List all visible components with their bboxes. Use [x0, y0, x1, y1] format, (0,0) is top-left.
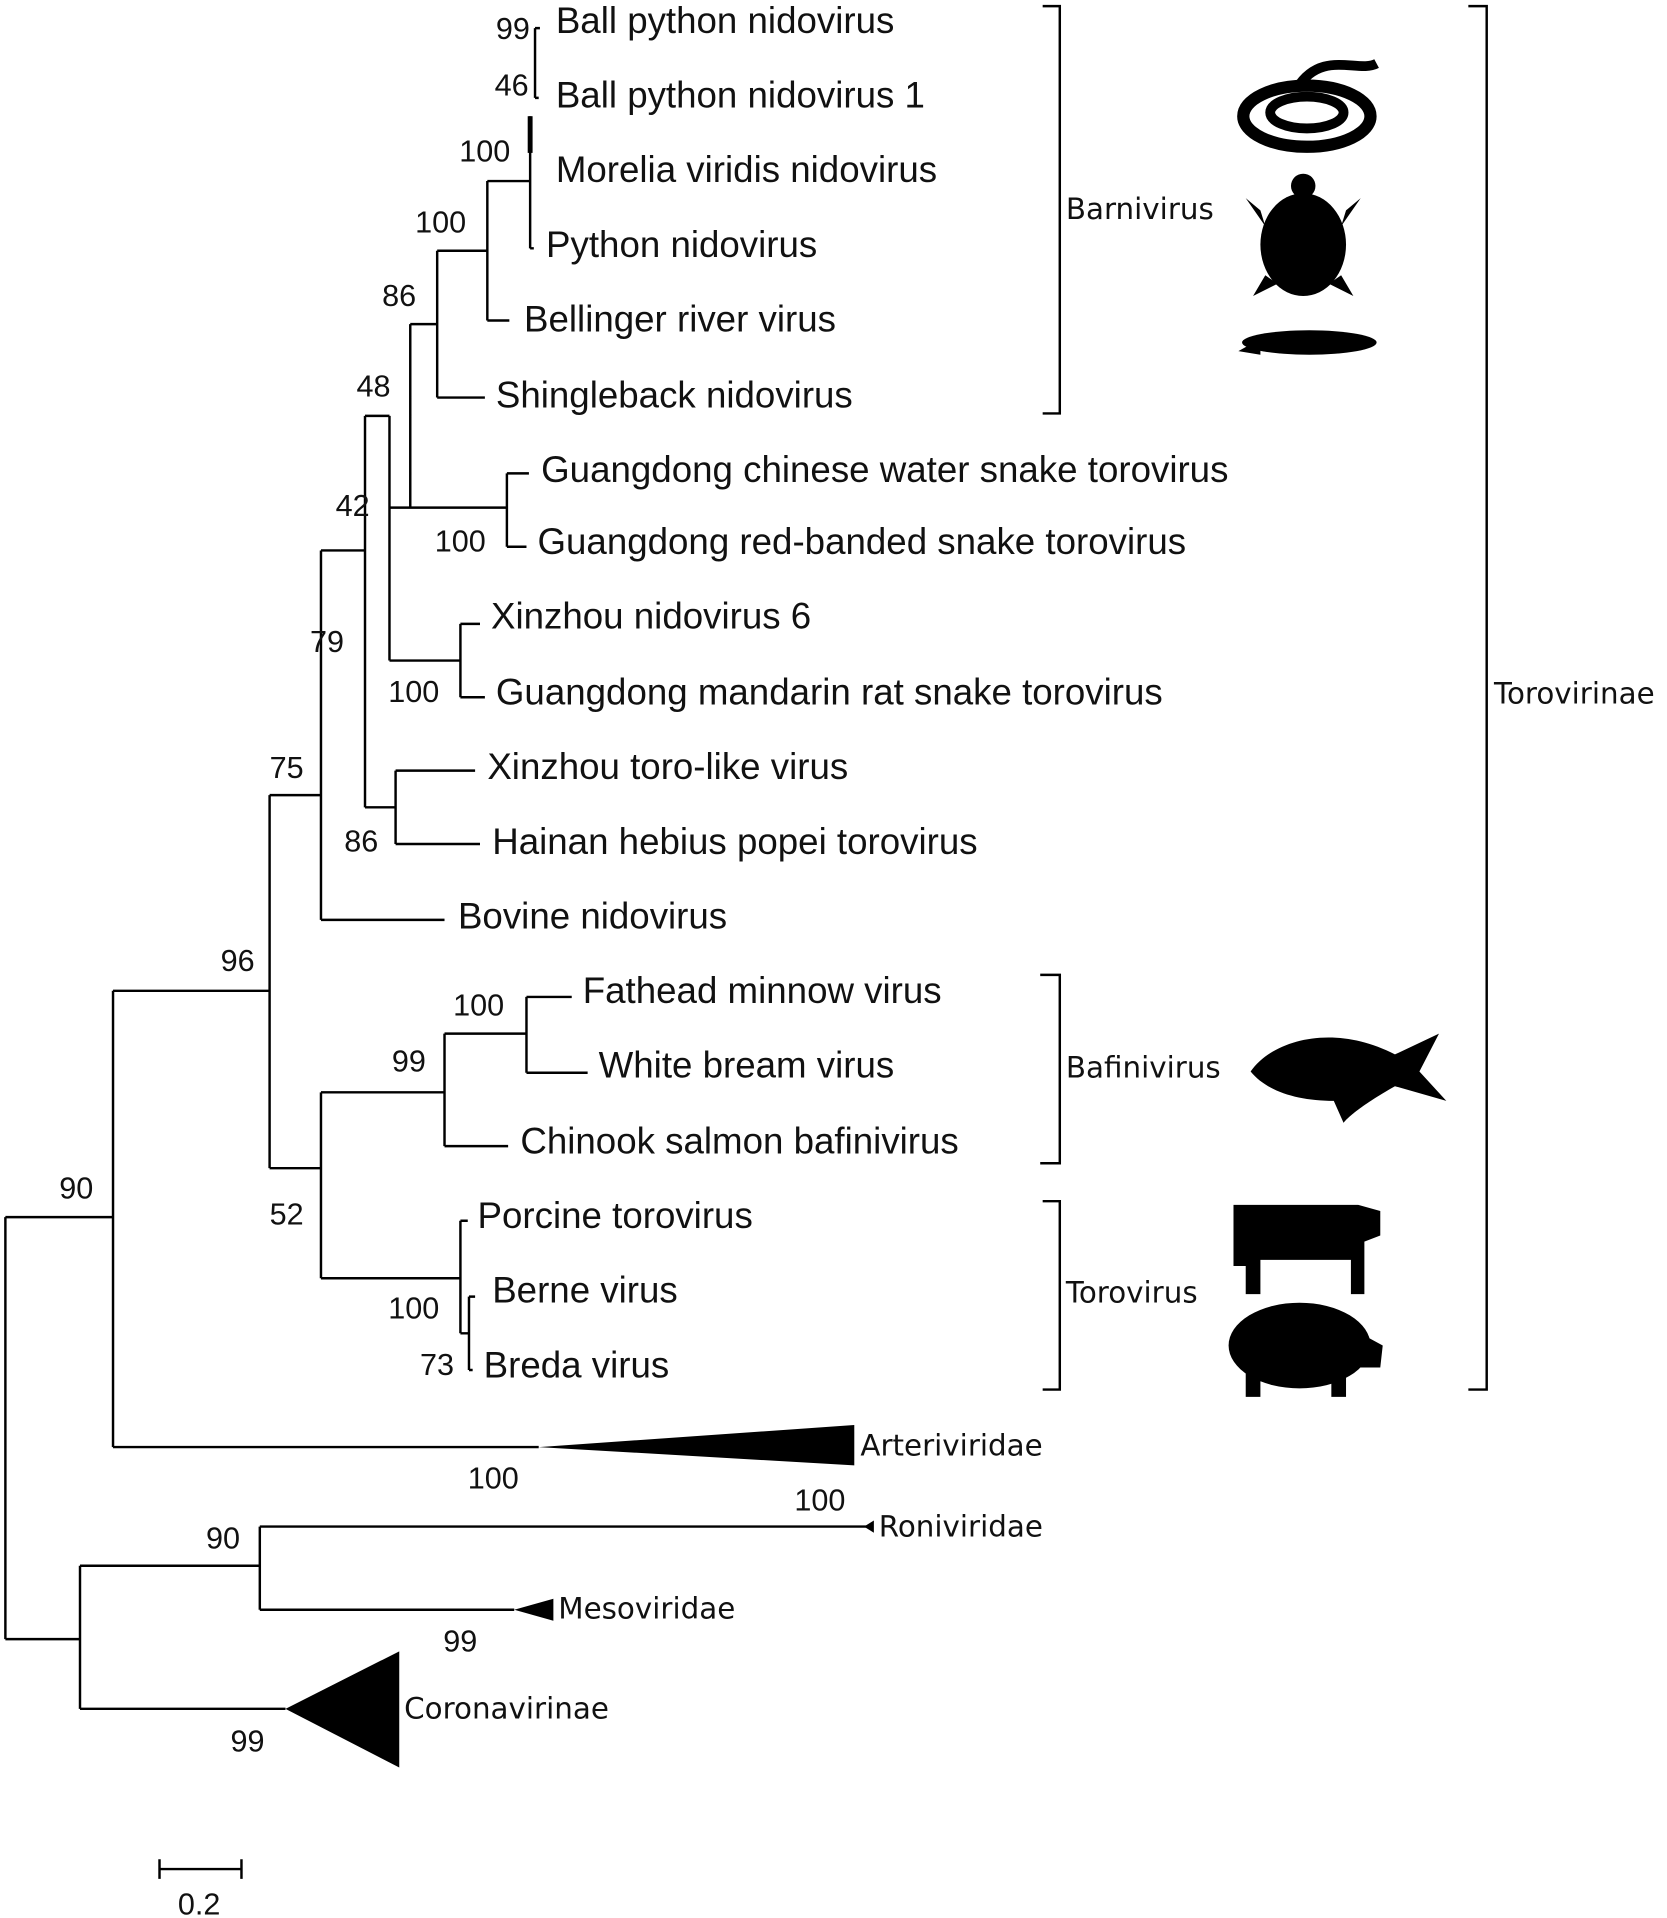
- bootstrap-value: 100: [459, 134, 510, 168]
- arteriviridae-collapsed-clade: [538, 1425, 855, 1466]
- bootstrap-value: 99: [443, 1624, 477, 1658]
- taxon-label: Guangdong red-banded snake torovirus: [537, 521, 1186, 562]
- bootstrap-value: 86: [344, 824, 378, 858]
- group-brackets: Barnivirus Bafinivirus Torovirus Torovir…: [1040, 4, 1655, 1391]
- clade-label-mesoviridae: Mesoviridae: [558, 1591, 735, 1625]
- taxon-label: Xinzhou toro-like virus: [487, 746, 848, 787]
- bootstrap-values: 99 46 100 100 86 48 42 100 100 79 86 75 …: [59, 12, 845, 1759]
- bootstrap-value: 99: [496, 12, 530, 46]
- bootstrap-value: 96: [221, 944, 255, 978]
- snake-icon: [1237, 59, 1379, 153]
- turtle-icon: [1245, 173, 1361, 297]
- bootstrap-value: 75: [270, 751, 304, 785]
- group-label-torovirus: Torovirus: [1065, 1276, 1198, 1310]
- taxon-label: Guangdong chinese water snake torovirus: [541, 449, 1228, 490]
- bootstrap-value: 86: [382, 279, 416, 313]
- barnivirus-bracket: [1042, 4, 1062, 415]
- mesoviridae-collapsed-clade: [514, 1598, 554, 1621]
- clade-label-roniviridae: Roniviridae: [879, 1509, 1043, 1543]
- lizard-icon: [1238, 330, 1377, 355]
- bootstrap-value: 46: [495, 68, 529, 102]
- bootstrap-value: 100: [388, 1292, 439, 1326]
- bootstrap-value: 90: [206, 1522, 240, 1556]
- taxon-label: Breda virus: [484, 1344, 670, 1385]
- group-label-bafinivirus: Bafinivirus: [1066, 1051, 1221, 1085]
- taxon-label: Fathead minnow virus: [583, 970, 942, 1011]
- taxon-label: Ball python nidovirus: [556, 0, 895, 41]
- taxon-label: Bovine nidovirus: [458, 895, 727, 936]
- taxon-label: Morelia viridis nidovirus: [556, 149, 937, 190]
- scale-bar-label: 0.2: [178, 1887, 221, 1918]
- coronavirinae-collapsed-clade: [285, 1651, 400, 1768]
- bafinivirus-bracket: [1040, 973, 1062, 1165]
- bootstrap-value: 73: [420, 1348, 454, 1382]
- torovirinae-bracket: [1468, 4, 1488, 1391]
- host-silhouettes: [1228, 59, 1447, 1397]
- pig-icon: [1228, 1302, 1383, 1397]
- clade-label-arteriviridae: Arteriviridae: [860, 1429, 1042, 1463]
- bootstrap-value: 100: [453, 988, 504, 1022]
- group-label-barnivirus: Barnivirus: [1066, 192, 1214, 226]
- bootstrap-value: 100: [435, 525, 486, 559]
- bootstrap-value: 100: [388, 675, 439, 709]
- taxon-label: Xinzhou nidovirus 6: [491, 596, 811, 637]
- bootstrap-value: 90: [59, 1172, 93, 1206]
- taxon-label: Python nidovirus: [546, 224, 817, 265]
- taxon-label: White bream virus: [599, 1045, 895, 1086]
- bootstrap-value: 100: [415, 205, 466, 239]
- taxon-label: Bellinger river virus: [524, 298, 836, 339]
- scale-bar: 0.2: [158, 1859, 243, 1918]
- group-label-torovirinae: Torovirinae: [1493, 676, 1655, 710]
- bootstrap-value: 100: [468, 1462, 519, 1496]
- bootstrap-value: 79: [310, 625, 344, 659]
- bootstrap-value: 99: [392, 1045, 426, 1079]
- torovirus-bracket: [1042, 1199, 1062, 1391]
- roniviridae-collapsed-clade: [864, 1520, 874, 1533]
- tree-branches: [4, 26, 872, 1711]
- cow-icon: [1233, 1204, 1381, 1295]
- bootstrap-value: 48: [356, 369, 390, 403]
- taxon-label: Shingleback nidovirus: [496, 374, 853, 415]
- clade-label-coronavirinae: Coronavirinae: [404, 1692, 609, 1726]
- taxon-label: Porcine torovirus: [478, 1195, 753, 1236]
- taxon-label: Berne virus: [492, 1270, 678, 1311]
- taxon-label: Hainan hebius popei torovirus: [492, 821, 977, 862]
- bootstrap-value: 99: [230, 1725, 264, 1759]
- bootstrap-value: 100: [794, 1484, 845, 1518]
- fish-icon: [1250, 1033, 1447, 1123]
- bootstrap-value: 42: [336, 489, 370, 523]
- taxon-label: Chinook salmon bafinivirus: [520, 1120, 958, 1161]
- bootstrap-value: 52: [270, 1197, 304, 1231]
- taxon-label: Guangdong mandarin rat snake torovirus: [496, 672, 1163, 713]
- taxon-label: Ball python nidovirus 1: [556, 75, 925, 116]
- taxon-labels: Ball python nidovirus Ball python nidovi…: [404, 0, 1228, 1726]
